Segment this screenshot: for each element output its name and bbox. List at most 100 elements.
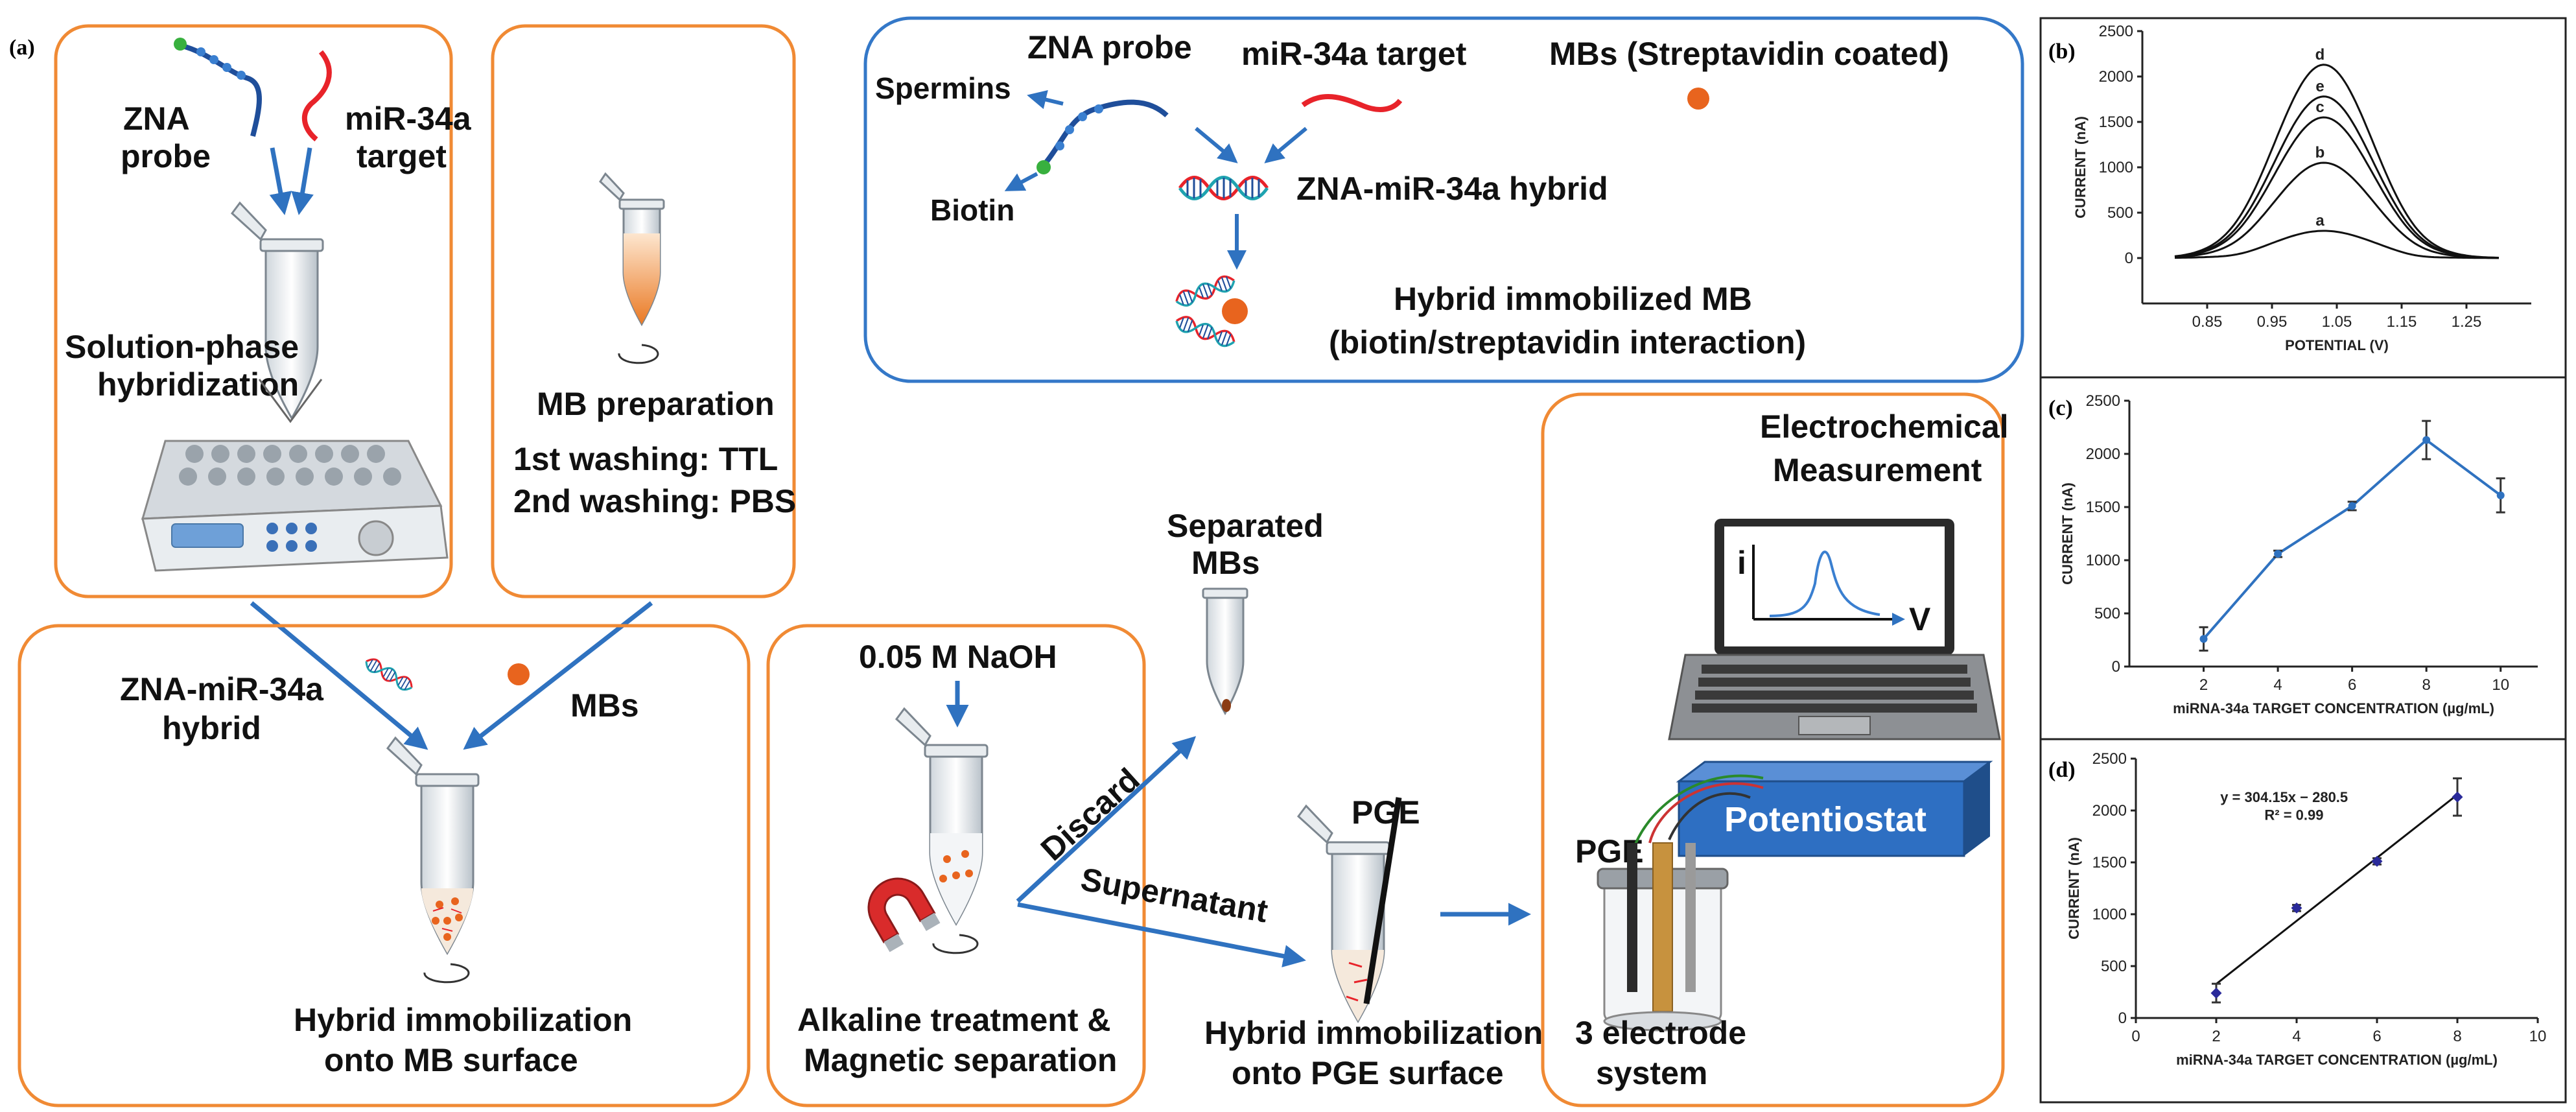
probe-arrow: [269, 147, 292, 215]
chart-b-ytick-label: 2500: [2099, 23, 2133, 40]
target-arrow: [291, 147, 314, 215]
chart-b-curve-label-a: a: [2315, 212, 2324, 230]
hybridization-label-line2: hybridization: [97, 366, 299, 403]
step3-caption-line2: onto MB surface: [324, 1042, 578, 1078]
probe-label-line1: ZNA: [123, 101, 190, 137]
chart-b-curve-label-e: e: [2315, 78, 2324, 95]
laptop-axis-i: i: [1737, 545, 1746, 581]
scheme-target-strand: [1301, 94, 1403, 112]
step4-rotation-icon: [932, 934, 979, 954]
chart-c-ytick-label: 500: [2094, 605, 2120, 622]
mb-wash2: 2nd washing: PBS: [513, 483, 796, 519]
step3-hybrid-helix: [362, 654, 416, 694]
chart-d-point: [2291, 902, 2302, 914]
chart-d-xtick-label: 0: [2131, 1028, 2140, 1045]
chart-d-point: [2452, 791, 2463, 803]
chart-d-ytick-label: 1500: [2092, 854, 2127, 871]
chart-c-series-line: [2203, 438, 2501, 640]
electrode-cell: [1597, 774, 1764, 1032]
chart-b-curve-label-c: c: [2315, 99, 2324, 116]
chart-b-ytick-label: 1000: [2099, 159, 2133, 176]
chart-c-point: [2496, 491, 2505, 499]
step3-caption-line1: Hybrid immobilization: [294, 1002, 632, 1038]
magnet-icon: [867, 877, 941, 952]
potentiostat: [1676, 761, 1993, 857]
chart-b-ytick-label: 2000: [2099, 68, 2133, 86]
step3-hybrid-label-line1: ZNA-miR-34a: [120, 671, 324, 707]
chart-b-curve-d: [2174, 64, 2500, 259]
step4-caption-line1: Alkaline treatment &: [797, 1002, 1110, 1038]
separated-mb-tube: [1202, 587, 1248, 716]
probe-label-line2: probe: [121, 138, 211, 174]
chart-b-curve-b: [2174, 161, 2500, 259]
panel-label-d: (d): [2048, 758, 2076, 782]
chart-d-point: [2371, 855, 2383, 867]
mb-immobilization-box: [18, 624, 751, 1107]
discard-label: Discard: [1034, 761, 1147, 868]
pge-electrode-rod: [1363, 797, 1402, 1004]
chart-b-curve-label-b: b: [2315, 144, 2325, 161]
step4-tube: [895, 707, 989, 927]
chart-b-xtick-label: 1.05: [2322, 313, 2352, 331]
chart-c-ytick-label: 0: [2112, 658, 2120, 676]
electrode-caption-line2: system: [1596, 1055, 1707, 1091]
scheme-hybrid-label: ZNA-miR-34a hybrid: [1296, 171, 1608, 207]
chart-b-y-axis-title: CURRENT (nA): [2072, 116, 2089, 219]
pge-tube: [1296, 804, 1390, 1024]
scheme-probe-label: ZNA probe: [1027, 29, 1192, 65]
pge-caption-line2: onto PGE surface: [1232, 1055, 1504, 1091]
biotin-arrow: [1004, 172, 1038, 191]
step3-mb-bead: [508, 663, 530, 685]
separated-label-line2: MBs: [1191, 545, 1260, 581]
discard-arrow: [1016, 736, 1197, 903]
scheme-hybrid-helix: [1180, 178, 1267, 199]
measurement-title-line1: Electrochemical: [1760, 408, 2009, 445]
chart-c-ytick-label: 2500: [2086, 392, 2120, 410]
chart-d-xtick-label: 8: [2453, 1028, 2461, 1045]
scheme-mb-bead: [1687, 88, 1709, 110]
chart-b-curve-label-d: d: [2315, 46, 2325, 64]
spermins-arrow: [1027, 90, 1064, 110]
separated-label-line1: Separated: [1167, 508, 1324, 544]
naoh-label: 0.05 M NaOH: [859, 639, 1057, 675]
chart-b-xtick-label: 0.95: [2257, 313, 2288, 331]
target-to-hybrid-arrow: [1264, 126, 1307, 163]
potentiostat-label: Potentiostat: [1724, 800, 1926, 839]
chart-d-xtick-label: 10: [2529, 1028, 2547, 1045]
chart-c-ytick-label: 1500: [2086, 499, 2120, 516]
chart-c-point: [2422, 436, 2431, 444]
chart-d-ytick-label: 500: [2101, 958, 2127, 975]
panel-label-c: (c): [2048, 396, 2073, 420]
mb-preparation-box: [491, 24, 796, 598]
chart-d-ytick-label: 0: [2118, 1010, 2127, 1027]
chart-c-y-axis-title: CURRENT (nA): [2059, 482, 2076, 585]
alkaline-treatment-box: [766, 624, 1146, 1107]
chart-d-xtick-label: 4: [2292, 1028, 2301, 1045]
scheme-mbs-label: MBs (Streptavidin coated): [1549, 36, 1949, 72]
chart-c-xtick-label: 8: [2422, 676, 2431, 694]
chart-b-curve-e: [2174, 95, 2500, 259]
immobilized-label-line2: (biotin/streptavidin interaction): [1329, 324, 1806, 361]
chart-d-point: [2210, 988, 2222, 999]
chart-b-x-axis-title: POTENTIAL (V): [2285, 337, 2389, 353]
chart-c-point: [2274, 550, 2282, 558]
chart-c-point: [2199, 635, 2208, 643]
chart-c-point: [2348, 502, 2356, 510]
zoom-lines: [258, 379, 323, 423]
chart-d-ytick-label: 1000: [2092, 906, 2127, 923]
chart-b-xtick-label: 1.15: [2387, 313, 2417, 331]
chart-d-xtick-label: 6: [2372, 1028, 2381, 1045]
mb-tube: [599, 172, 665, 327]
measurement-title-line2: Measurement: [1773, 452, 1982, 488]
target-label-line1: miR-34a: [345, 101, 472, 137]
shaker-device: [141, 440, 449, 572]
hybridization-label-line1: Solution-phase: [65, 329, 299, 365]
chart-c-xtick-label: 10: [2492, 676, 2509, 694]
chart-d-ytick-label: 2500: [2092, 750, 2127, 768]
target-label-line2: target: [357, 138, 447, 174]
chart-d-fit-line: [2216, 794, 2458, 985]
chart-c-ytick-label: 1000: [2086, 552, 2120, 569]
step3-tube: [386, 736, 480, 956]
